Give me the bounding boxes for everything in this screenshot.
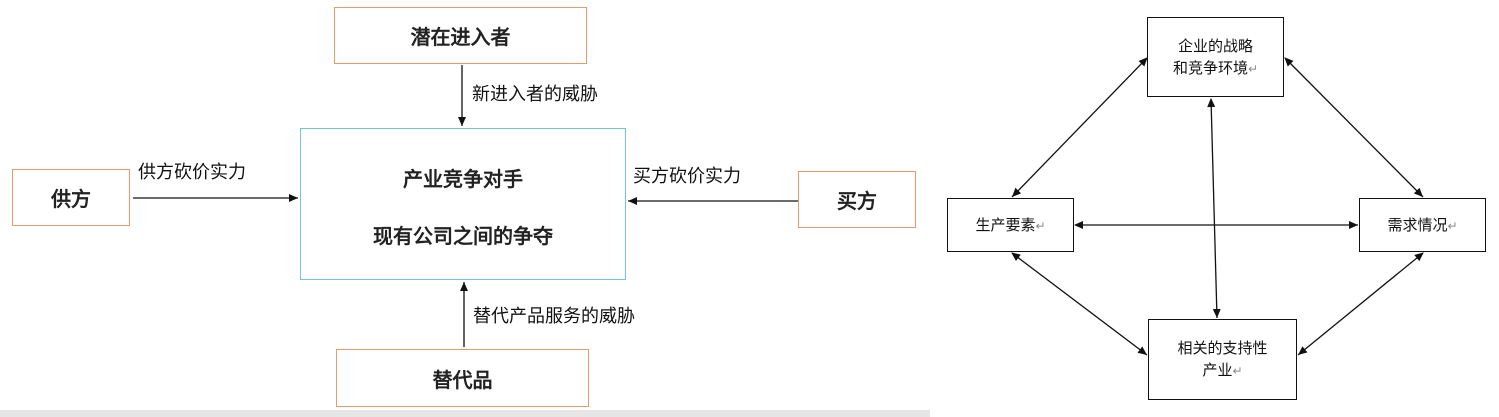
rivalry-label: 现有公司之间的争夺 (373, 224, 553, 248)
supplier-power-label: 供方砍价实力 (138, 162, 246, 183)
related-industries-line2: 产业↵ (1202, 361, 1243, 379)
related-industries-box: 相关的支持性 产业↵ (1148, 319, 1297, 400)
strategy-label-line2: 和竞争环境↵ (1172, 58, 1259, 77)
substitutes-label: 替代品 (432, 367, 493, 392)
industry-competitors-title: 产业竞争对手 (403, 167, 523, 191)
potential-entrants-label: 潜在进入者 (410, 25, 511, 49)
return-mark-icon: ↵ (1447, 218, 1458, 233)
new-entrant-threat-label: 新进入者的威胁 (472, 84, 598, 105)
return-mark-icon: ↵ (1035, 218, 1046, 233)
arrow-right-bottom (1297, 252, 1424, 356)
substitutes-box: 替代品 (336, 349, 589, 407)
strategy-competition-box: 企业的战略 和竞争环境↵ (1147, 17, 1284, 97)
related-industries-line1: 相关的支持性 (1177, 339, 1268, 357)
suppliers-label: 供方 (51, 187, 91, 211)
buyers-label: 买方 (837, 189, 877, 213)
arrow-top-bottom (1207, 98, 1221, 319)
factor-conditions-label: 生产要素↵ (975, 215, 1046, 234)
arrow-top-left (1011, 57, 1148, 198)
return-mark-icon: ↵ (1247, 61, 1259, 76)
bottom-divider (0, 410, 930, 417)
suppliers-box: 供方 (12, 169, 130, 226)
arrow-top-right (1284, 57, 1424, 198)
demand-conditions-label: 需求情况↵ (1387, 215, 1458, 234)
industry-competitors-box: 产业竞争对手 现有公司之间的争夺 (300, 128, 626, 280)
buyers-box: 买方 (798, 171, 916, 228)
factor-conditions-box: 生产要素↵ (947, 198, 1074, 252)
substitute-threat-label: 替代产品服务的威胁 (473, 306, 635, 327)
return-mark-icon: ↵ (1232, 364, 1243, 378)
buyer-power-label: 买方砍价实力 (633, 166, 741, 187)
demand-conditions-box: 需求情况↵ (1359, 198, 1486, 252)
strategy-label-line1: 企业的战略 (1177, 36, 1253, 55)
arrow-left-bottom (1011, 252, 1148, 356)
potential-entrants-box: 潜在进入者 (334, 7, 587, 64)
